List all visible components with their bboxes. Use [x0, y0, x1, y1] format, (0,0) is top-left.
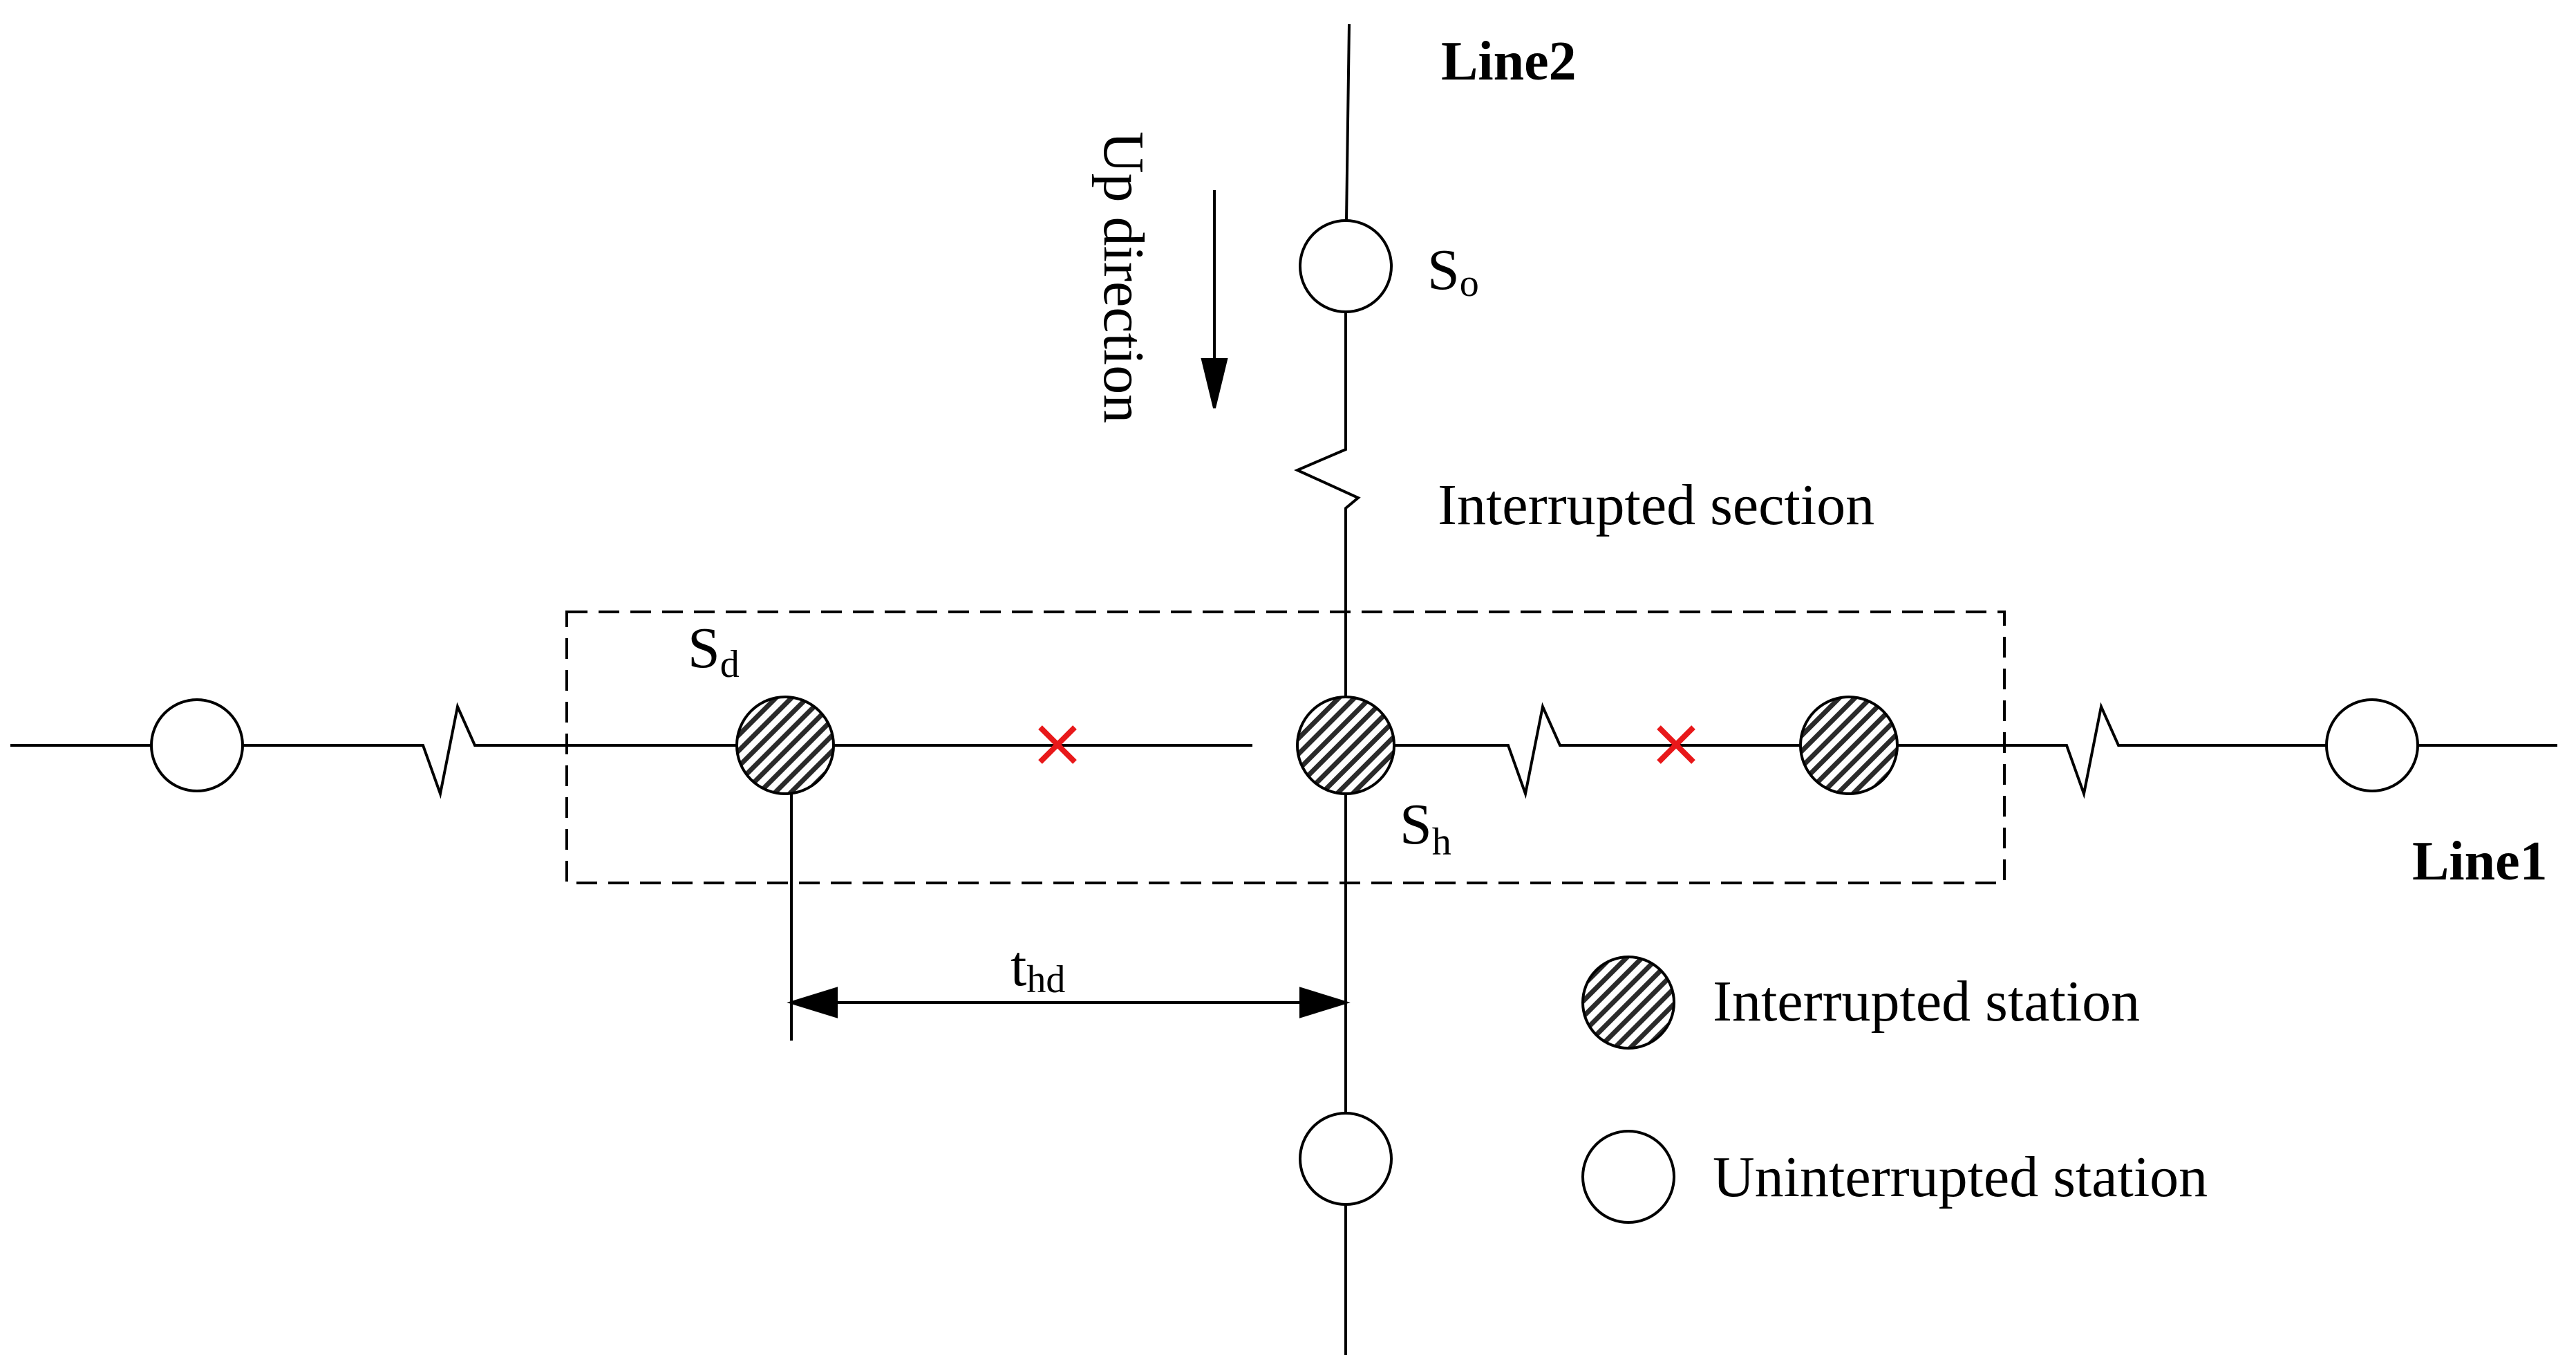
station-so	[1299, 219, 1393, 313]
station-sd-label: Sd	[688, 616, 740, 686]
line1-label: Line1	[2412, 831, 2548, 892]
station-sh-label: Sh	[1400, 792, 1451, 864]
station-so-label: So	[1427, 238, 1479, 305]
station-line1-east	[2325, 698, 2419, 792]
legend-uninterrupted-label: Uninterrupted station	[1713, 1145, 2208, 1209]
line1-track	[10, 702, 2557, 799]
cross-mark-1	[1038, 725, 1077, 764]
distance-dimension	[787, 794, 1351, 1041]
legend-uninterrupted-icon	[1581, 1130, 1675, 1224]
interrupted-area-box	[565, 611, 2006, 884]
station-sh	[1296, 696, 1395, 795]
cross-mark-2	[1657, 725, 1695, 764]
legend-interrupted-label: Interrupted station	[1713, 969, 2140, 1034]
distance-label: thd	[1010, 934, 1065, 1001]
legend: Interrupted station Uninterrupted statio…	[1581, 956, 2208, 1224]
station-line2-south	[1299, 1112, 1393, 1206]
interrupted-section-label: Interrupted section	[1438, 473, 1874, 537]
direction-label: Up direction	[1091, 131, 1156, 423]
station-line1-interrupted-east	[1799, 696, 1899, 795]
line2-label: Line2	[1441, 31, 1577, 92]
down-arrow-icon	[1201, 190, 1228, 409]
legend-interrupted-icon	[1581, 956, 1675, 1050]
station-line1-west	[150, 698, 244, 792]
station-sd	[735, 696, 835, 795]
